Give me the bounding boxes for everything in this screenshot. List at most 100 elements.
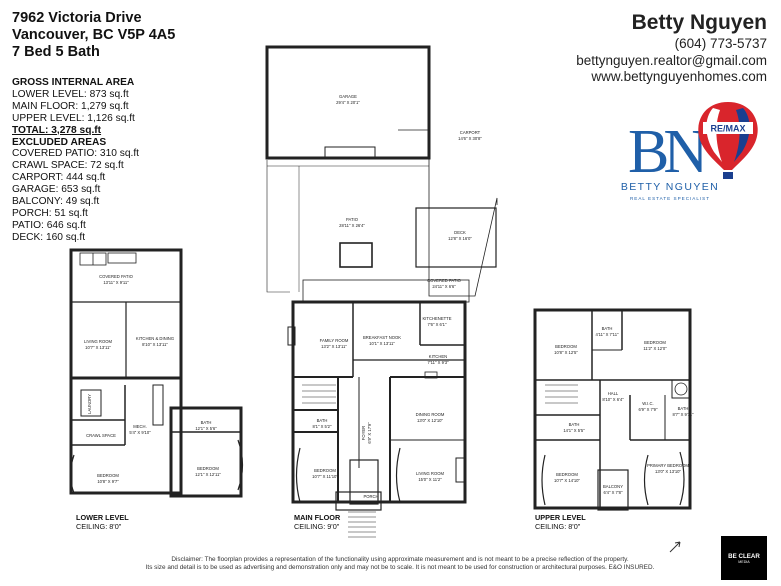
room-porch: PORCH	[363, 494, 378, 499]
room-hall-dim: 8'10" X 6'4"	[602, 397, 624, 402]
room-bedroom-up1-dim: 10'8" X 12'5"	[554, 350, 578, 355]
room-bath-up2-dim: 8'7" X 9'11"	[672, 412, 694, 417]
room-bedroom-up2: BEDROOM	[644, 340, 666, 345]
room-living-lower-dim: 10'7" X 13'11"	[85, 345, 111, 350]
main-floor-caption: MAIN FLOOR CEILING: 9'0"	[294, 513, 341, 531]
room-mech-dim: 5'4" X 9'10"	[129, 430, 151, 435]
area-deck: DECK: 160 sq.ft	[12, 231, 86, 243]
room-bath-lower-dim: 12'1" X 5'6"	[195, 426, 217, 431]
room-balcony: BALCONY	[603, 484, 623, 489]
room-living-lower: LIVING ROOM	[84, 339, 112, 344]
agent-contact: Betty Nguyen (604) 773-5737 bettynguyen.…	[576, 10, 767, 86]
room-bedroom-up3-dim: 10'7" X 14'10"	[554, 478, 581, 483]
upper-level-plan	[533, 308, 692, 511]
lower-level-ceiling: CEILING: 8'0"	[76, 521, 122, 531]
patio-outline	[266, 160, 290, 293]
upper-level-caption: UPPER LEVEL CEILING: 8'0"	[535, 513, 586, 531]
site-plan	[265, 45, 498, 303]
upper-level-name: UPPER LEVEL	[535, 513, 586, 522]
beclear-name: BE CLEAR	[728, 553, 760, 560]
disclaimer-line2: Its size and detail is to be used as adv…	[145, 564, 655, 571]
room-crawl-space: CRAWL SPACE	[86, 433, 116, 438]
room-carport: CARPORT	[460, 130, 481, 135]
area-garage: GARAGE: 653 sq.ft	[12, 184, 101, 196]
area-carport: CARPORT: 444 sq.ft	[12, 172, 106, 184]
agent-website[interactable]: www.bettynguyenhomes.com	[591, 69, 767, 84]
room-breakfast-nook-dim: 10'1" X 13'11"	[369, 341, 395, 346]
room-bedroom-lower1: BEDROOM	[97, 473, 119, 478]
property-address: 7962 Victoria Drive Vancouver, BC V5P 4A…	[12, 10, 175, 61]
room-labels: GARAGE 29'4" X 20'1" CARPORT 14'6" X 30'…	[84, 94, 694, 505]
room-bedroom-main: BEDROOM	[314, 468, 336, 473]
room-deck: DECK	[454, 230, 466, 235]
room-dining-dim: 13'0" X 12'10"	[417, 418, 444, 423]
room-mech: MECH.	[133, 424, 147, 429]
address-line2: Vancouver, BC V5P 4A5	[12, 27, 176, 43]
logo-tagline: REAL ESTATE SPECIALIST	[630, 196, 710, 201]
room-kitchenette-dim: 7'6" X 6'1"	[427, 322, 447, 327]
room-bath-up3: BATH	[569, 422, 580, 427]
room-bath-up1: BATH	[602, 326, 613, 331]
room-bedroom-up1: BEDROOM	[555, 344, 577, 349]
garage-door	[324, 146, 376, 159]
room-family-dim: 13'2" X 13'11"	[321, 344, 347, 349]
beds-baths: 7 Bed 5 Bath	[12, 44, 100, 60]
balcony-room	[597, 469, 629, 511]
lower-level-caption: LOWER LEVEL CEILING: 8'0"	[76, 513, 129, 531]
excluded-heading: EXCLUDED AREAS	[12, 136, 107, 148]
area-patio: PATIO: 646 sq.ft	[12, 219, 86, 231]
room-bath-up1-dim: 4'11" X 7'11"	[595, 332, 619, 337]
area-total: TOTAL: 3,278 sq.ft	[12, 124, 102, 136]
room-patio-dim: 28'11" X 26'4"	[339, 223, 365, 228]
room-garage-dim: 29'4" X 20'1"	[336, 100, 360, 105]
room-bath-main: BATH	[317, 418, 328, 423]
room-bedroom-lower2: BEDROOM	[197, 466, 219, 471]
logo-text: BETTY NGUYEN	[621, 181, 719, 193]
room-family: FAMILY ROOM	[320, 338, 349, 343]
room-foyer-dim: 6'9" X 17'9"	[367, 422, 372, 444]
room-kitchen-dining-lower: KITCHEN & DINING	[136, 336, 174, 341]
agent-logo: BN RE/MAX BETTY NGUYEN REAL ESTATE SPECI…	[621, 102, 758, 201]
room-wic-dim: 6'9" X 7'9"	[638, 407, 658, 412]
lower-level-plan	[69, 248, 244, 498]
room-bedroom-up2-dim: 11'2" X 12'0"	[643, 346, 667, 351]
room-carport-dim: 14'6" X 30'8"	[458, 136, 482, 141]
room-patio: PATIO	[346, 217, 359, 222]
area-covered-patio: COVERED PATIO: 310 sq.ft	[12, 148, 140, 160]
room-bedroom-up3: BEDROOM	[556, 472, 578, 477]
room-bath-lower: BATH	[201, 420, 212, 425]
deck-room	[415, 207, 497, 268]
agent-phone[interactable]: (604) 773-5737	[674, 36, 767, 51]
room-covered-patio-lower-dim: 13'11" X 9'11"	[103, 280, 129, 285]
disclaimer-line1: Disclaimer: The floorplan provides a rep…	[171, 556, 629, 563]
main-floor-ceiling: CEILING: 9'0"	[294, 521, 340, 531]
area-porch: PORCH: 51 sq.ft	[12, 207, 88, 219]
main-floor-name: MAIN FLOOR	[294, 513, 341, 522]
room-bedroom-main-dim: 10'7" X 11'10"	[312, 474, 338, 479]
room-balcony-dim: 6'4" X 7'8"	[603, 490, 623, 495]
agent-email[interactable]: bettynguyen.realtor@gmail.com	[576, 52, 767, 68]
north-arrow-icon	[669, 541, 681, 553]
area-upper: UPPER LEVEL: 1,126 sq.ft	[12, 112, 135, 124]
area-balcony: BALCONY: 49 sq.ft	[12, 196, 100, 208]
room-kitchenette: KITCHENETTE	[422, 316, 451, 321]
room-wic: W.I.C.	[642, 401, 653, 406]
room-breakfast-nook: BREAKFAST NOOK	[363, 335, 401, 340]
gross-area-heading: GROSS INTERNAL AREA	[12, 77, 135, 88]
carport-outline	[428, 100, 498, 297]
address-line1: 7962 Victoria Drive	[12, 10, 142, 26]
room-covered-patio-main: COVERED PATIO	[427, 278, 462, 283]
remax-wordmark: RE/MAX	[710, 124, 745, 134]
room-laundry: LAUNDRY	[87, 394, 92, 414]
room-covered-patio-lower: COVERED PATIO	[99, 274, 134, 279]
room-bath-up3-dim: 14'1" X 5'5"	[563, 428, 585, 433]
room-kitchen-dining-lower-dim: 8'10" X 13'11"	[142, 342, 168, 347]
room-bath-main-dim: 8'1" X 5'2"	[312, 424, 332, 429]
room-hall: HALL	[608, 391, 619, 396]
room-deck-dim: 12'8" X 16'0"	[448, 236, 472, 241]
room-covered-patio-main-dim: 24'11" X 6'6"	[432, 284, 456, 289]
area-crawl-space: CRAWL SPACE: 72 sq.ft	[12, 160, 124, 172]
main-floor-plan	[287, 300, 467, 538]
room-garage: GARAGE	[339, 94, 357, 99]
